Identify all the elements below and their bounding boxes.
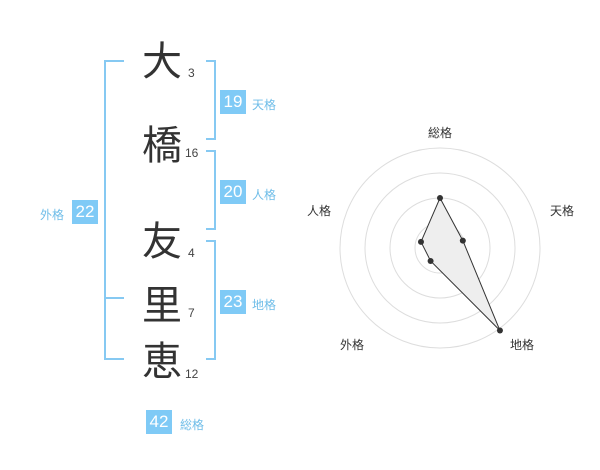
jinkaku-bracket	[206, 150, 216, 230]
radar-ring	[364, 172, 516, 324]
radar-point-3	[427, 257, 434, 264]
chikaku-bracket	[206, 240, 216, 360]
radar-point-1	[459, 237, 466, 244]
radar-ring	[339, 147, 541, 349]
gaikaku-bracket-middle	[104, 297, 124, 299]
stroke-count-1: 3	[188, 66, 195, 80]
radar-point-4	[417, 238, 424, 245]
chikaku-label: 地格	[252, 298, 277, 312]
name-char-2: 橋	[142, 123, 182, 169]
radar-axis-label-gaikaku: 外格	[340, 338, 365, 352]
radar-axis-label-tenkaku: 天格	[550, 204, 575, 218]
radar-axis-label-chikaku: 地格	[510, 338, 535, 352]
gaikaku-label: 外格	[40, 208, 65, 222]
radar-point-0	[437, 195, 443, 201]
chikaku-value: 23	[220, 290, 246, 314]
stroke-count-5: 12	[185, 367, 199, 381]
name-char-5: 恵	[142, 339, 182, 385]
stroke-count-3: 4	[188, 246, 195, 260]
tenkaku-bracket	[206, 60, 216, 140]
radar-data-points	[417, 195, 503, 334]
stroke-count-4: 7	[188, 306, 195, 320]
gaikaku-value: 22	[72, 200, 98, 224]
jinkaku-label: 人格	[252, 188, 277, 202]
radar-axis-label-soukaku: 総格	[428, 126, 453, 140]
jinkaku-value: 20	[220, 180, 246, 204]
tenkaku-label: 天格	[252, 98, 277, 112]
stroke-count-2: 16	[185, 146, 199, 160]
radar-axis-label-jinkaku: 人格	[307, 204, 332, 218]
radar-point-2	[496, 327, 503, 334]
name-char-1: 大	[142, 39, 182, 85]
tenkaku-value: 19	[220, 90, 246, 114]
soukaku-label: 総格	[180, 418, 205, 432]
gaikaku-bracket	[104, 60, 124, 360]
soukaku-value: 42	[146, 410, 172, 434]
name-char-3: 友	[142, 219, 182, 265]
name-char-4: 里	[142, 283, 182, 329]
radar-data-shape	[420, 196, 501, 331]
